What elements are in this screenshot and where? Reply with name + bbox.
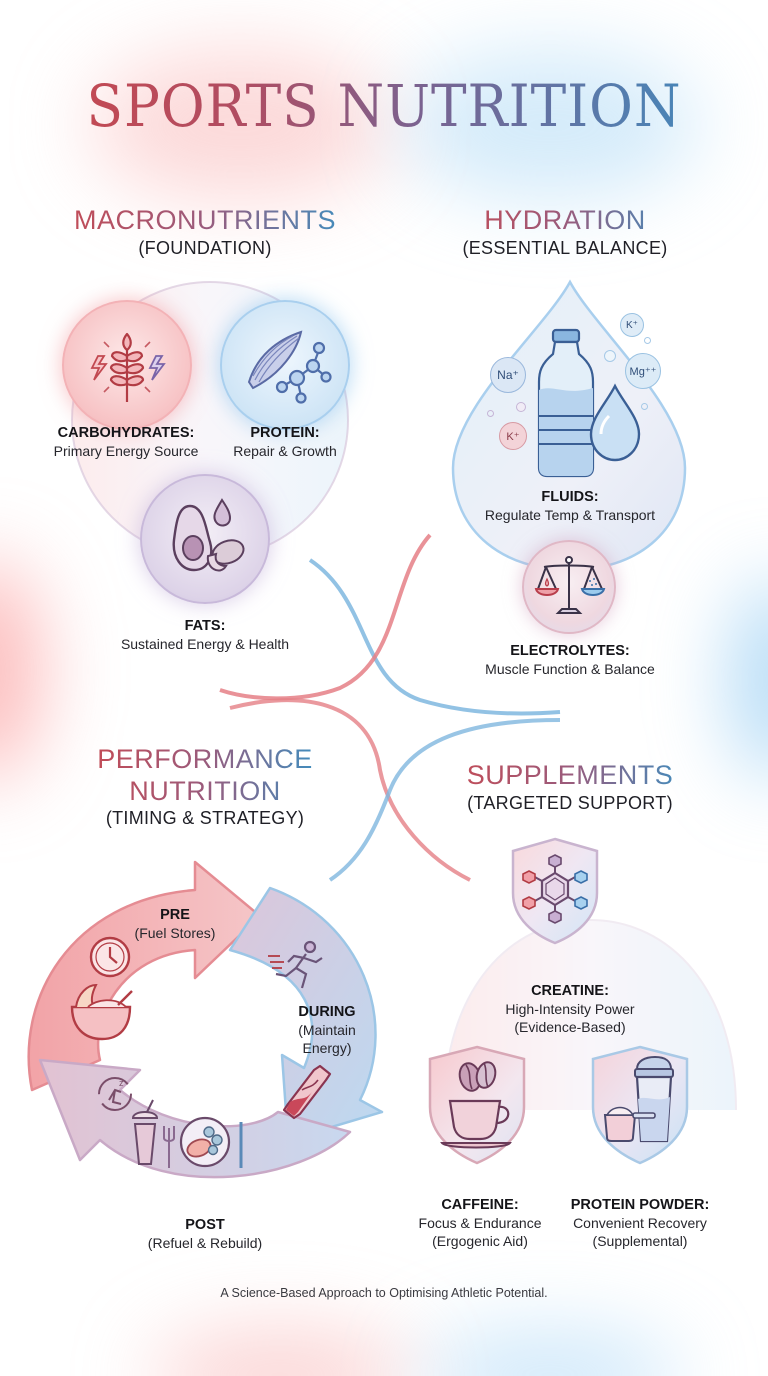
- fluids-desc: Regulate Temp & Transport: [484, 507, 656, 523]
- performance-title-line1: PERFORMANCE: [90, 744, 320, 775]
- fats-icon-circle: [140, 474, 270, 604]
- ion-badge-na: Na⁺: [490, 357, 526, 393]
- fats-heading: FATS:: [184, 618, 226, 634]
- wheat-icon: [90, 332, 166, 402]
- during-desc-line1: (Maintain: [298, 1022, 356, 1038]
- carbohydrates-label: CARBOHYDRATES: Primary Energy Source: [36, 424, 216, 460]
- carbohydrates-icon-circle: [62, 300, 192, 430]
- during-desc-line2: Energy): [302, 1040, 352, 1056]
- protein-icon-circle: [220, 300, 350, 430]
- bubble: [644, 337, 651, 344]
- protein-powder-label: PROTEIN POWDER: Convenient Recovery (Sup…: [565, 1196, 715, 1250]
- muscle-molecule-icon: [247, 330, 332, 404]
- during-heading: DURING: [298, 1004, 356, 1020]
- carbohydrates-desc: Primary Energy Source: [53, 443, 199, 459]
- protein-powder-heading: PROTEIN POWDER:: [570, 1197, 710, 1213]
- fluids-label: FLUIDS: Regulate Temp & Transport: [460, 488, 680, 524]
- creatine-label: CREATINE: High-Intensity Power (Evidence…: [480, 982, 660, 1036]
- hydration-subtitle: (ESSENTIAL BALANCE): [462, 238, 668, 258]
- clock-bowl-icon: [70, 936, 133, 1041]
- supplements-title: SUPPLEMENTS: [450, 760, 690, 791]
- protein-powder-desc-line1: Convenient Recovery: [573, 1215, 707, 1231]
- creatine-desc-line1: High-Intensity Power: [505, 1001, 635, 1017]
- hydration-title: HYDRATION: [450, 205, 680, 236]
- post-heading: POST: [185, 1217, 225, 1233]
- caffeine-desc-line2: (Ergogenic Aid): [432, 1233, 528, 1249]
- performance-subtitle: (TIMING & STRATEGY): [105, 808, 305, 828]
- performance-title-line2: NUTRITION: [90, 776, 320, 807]
- water-bottle-icon: [537, 328, 641, 478]
- post-desc: (Refuel & Rebuild): [147, 1235, 263, 1251]
- ion-badge-mg: Mg⁺⁺: [625, 353, 661, 389]
- svg-text:z: z: [119, 1078, 124, 1088]
- caffeine-heading: CAFFEINE:: [441, 1197, 519, 1213]
- protein-powder-shield: [591, 1045, 689, 1165]
- macronutrients-subtitle: (FOUNDATION): [138, 238, 272, 258]
- carbohydrates-heading: CARBOHYDRATES:: [57, 425, 195, 441]
- protein-heading: PROTEIN:: [250, 425, 320, 441]
- fats-label: FATS: Sustained Energy & Health: [100, 617, 310, 653]
- bubble: [641, 403, 648, 410]
- creatine-shield: [511, 837, 599, 945]
- bubble: [604, 350, 616, 362]
- bubble: [487, 410, 494, 417]
- molecule-shield-icon: [522, 854, 588, 924]
- protein-powder-desc-line2: (Supplemental): [592, 1233, 688, 1249]
- ion-badge-k-top: K⁺: [620, 313, 644, 337]
- balance-scale-icon: [534, 556, 606, 614]
- macronutrients-title: MACRONUTRIENTS: [60, 205, 350, 236]
- protein-desc: Repair & Growth: [233, 443, 337, 459]
- caffeine-desc-line1: Focus & Endurance: [418, 1215, 542, 1231]
- avocado-nuts-icon: [172, 498, 245, 572]
- bubble: [516, 402, 526, 412]
- energy-gel-icon: [282, 1064, 332, 1120]
- creatine-desc-line2: (Evidence-Based): [514, 1019, 626, 1035]
- during-label: DURING (Maintain Energy): [282, 1003, 372, 1057]
- fats-desc: Sustained Energy & Health: [120, 636, 290, 652]
- creatine-heading: CREATINE:: [531, 983, 609, 999]
- footer-tagline: A Science-Based Approach to Optimising A…: [220, 1286, 548, 1300]
- page-title: SPORTS NUTRITION: [31, 72, 738, 140]
- protein-label: PROTEIN: Repair & Growth: [200, 424, 370, 460]
- post-label: POST (Refuel & Rebuild): [130, 1216, 280, 1252]
- shaker-scoop-icon: [603, 1055, 674, 1143]
- pre-heading: PRE: [160, 907, 190, 923]
- pre-label: PRE (Fuel Stores): [110, 906, 240, 942]
- ion-badge-k-red: K⁺: [499, 422, 527, 450]
- caffeine-label: CAFFEINE: Focus & Endurance (Ergogenic A…: [405, 1196, 555, 1250]
- electrolytes-label: ELECTROLYTES: Muscle Function & Balance: [460, 642, 680, 678]
- supplements-subtitle: (TARGETED SUPPORT): [467, 793, 673, 813]
- meal-recovery-icon: z: [98, 1077, 243, 1168]
- electrolytes-desc: Muscle Function & Balance: [485, 661, 655, 677]
- fluids-heading: FLUIDS:: [541, 489, 599, 505]
- electrolytes-icon-circle: [522, 540, 616, 634]
- coffee-cup-icon: [440, 1061, 512, 1149]
- caffeine-shield: [428, 1045, 526, 1165]
- runner-icon: [268, 940, 323, 989]
- pre-desc: (Fuel Stores): [134, 925, 216, 941]
- electrolytes-heading: ELECTROLYTES:: [510, 643, 630, 659]
